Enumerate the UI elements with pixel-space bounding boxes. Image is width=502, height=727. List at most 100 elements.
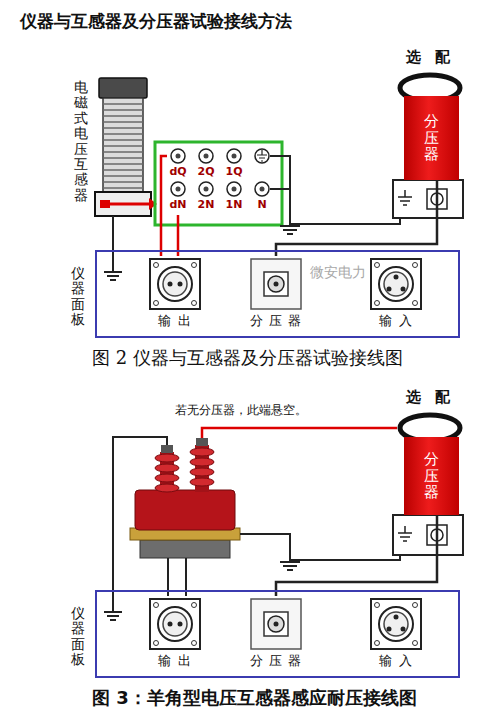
insulator-shed <box>190 478 214 486</box>
terminal: 2N <box>196 181 217 215</box>
terminal-ring <box>199 182 213 196</box>
terminal: dN <box>167 181 189 215</box>
voltage-divider: 分压器 <box>404 96 459 180</box>
mounting-screw <box>192 301 197 306</box>
terminal-ring <box>227 182 241 196</box>
insulator-cap <box>161 445 173 453</box>
voltage-divider: 分压器 <box>404 437 459 515</box>
note: 若无分压器，此端悬空。 <box>175 402 307 419</box>
bnc-pin <box>274 622 279 627</box>
mounting-screw <box>192 603 197 608</box>
mounting-screw <box>154 263 159 268</box>
terminal-ring <box>255 149 269 163</box>
insulator-shed <box>190 468 214 476</box>
panel-socket: 输 入 <box>366 256 426 332</box>
node-label: 分压器 <box>424 113 439 163</box>
terminal-screw <box>204 187 209 192</box>
terminal-label: 2N <box>196 198 217 211</box>
ground-symbol <box>398 190 412 205</box>
divider-base <box>393 180 463 218</box>
socket-pin <box>387 627 392 632</box>
hv-lead <box>202 428 397 438</box>
terminal-label: N <box>253 198 271 211</box>
socket-pin <box>168 622 173 627</box>
socket-pin <box>401 627 406 632</box>
terminal-ring <box>199 149 213 163</box>
socket-plate <box>150 259 200 309</box>
socket-plate <box>371 599 421 649</box>
vt-lead <box>110 203 149 206</box>
post-type-transformer <box>130 438 240 558</box>
label-anchor: 图 3：羊角型电压互感器感应耐压接线图 <box>92 686 417 710</box>
figure-caption: 图 3：羊角型电压互感器感应耐压接线图 <box>92 686 417 710</box>
bnc-flange <box>264 612 288 636</box>
terminal-post <box>253 181 271 198</box>
panel-socket: 分 压 器 <box>246 256 306 332</box>
ground-symbol <box>104 612 122 620</box>
terminal-post <box>225 181 243 198</box>
mounting-screw <box>375 263 380 268</box>
vt-top-cap <box>99 78 147 98</box>
ground-wire <box>240 534 400 560</box>
label-anchor: 图 2 仪器与互感器及分压器试验接线图 <box>92 346 403 370</box>
mounting-screw <box>375 603 380 608</box>
node-label: 分 压 器 <box>246 312 306 330</box>
transformer-body <box>135 490 235 530</box>
terminal-screw <box>176 187 181 192</box>
panel-socket: 输 入 <box>366 596 426 672</box>
divider-base <box>393 515 463 555</box>
terminal-ring <box>171 149 185 163</box>
label-anchor: 微安电力 <box>310 264 366 282</box>
socket-plate <box>251 599 301 649</box>
ground-wire <box>113 437 167 612</box>
terminal: 2Q <box>195 148 217 182</box>
figure-caption: 图 2 仪器与互感器及分压器试验接线图 <box>92 346 403 370</box>
node-label: 选 配 <box>377 48 483 67</box>
terminal-ring <box>227 149 241 163</box>
terminal: dQ <box>167 148 189 182</box>
terminal-ring <box>171 182 185 196</box>
wire <box>276 180 437 256</box>
bnc-ring <box>268 276 284 292</box>
base-box <box>393 180 463 218</box>
vt-base <box>95 192 151 216</box>
terminal: N <box>253 181 271 215</box>
mounting-screw <box>413 641 418 646</box>
socket-pin <box>394 275 399 280</box>
device-name: 电磁式电压互感器 <box>74 80 88 203</box>
socket-icon <box>370 258 422 310</box>
node-label: 输 入 <box>366 652 426 670</box>
panel-heading: 仪器面板 <box>71 606 85 668</box>
wire <box>276 515 437 596</box>
terminal-post <box>197 181 215 198</box>
socket-pin <box>168 282 173 287</box>
terminal-label: 1Q <box>223 165 245 178</box>
terminal-ring <box>255 182 269 196</box>
socket-pin <box>178 282 183 287</box>
terminal-block <box>155 142 282 225</box>
socket-ring <box>379 607 413 641</box>
insulator-shed <box>190 458 214 466</box>
ground-wire <box>270 156 400 224</box>
socket-face <box>384 272 408 296</box>
panel-socket: 输 出 <box>145 596 205 672</box>
ground-symbol <box>257 150 267 161</box>
node-label: 分 压 器 <box>246 652 306 670</box>
insulator-cap <box>196 438 208 446</box>
terminal-screw <box>232 187 237 192</box>
socket-ring <box>379 267 413 301</box>
socket-ring <box>158 607 192 641</box>
terminal-label: dN <box>167 198 189 211</box>
label-anchor: 若无分压器，此端悬空。 <box>175 402 307 419</box>
panel-socket: 输 出 <box>145 256 205 332</box>
label-anchor: 电磁式电压互感器 <box>74 80 88 203</box>
terminal-label: 2Q <box>195 165 217 178</box>
wire <box>177 215 180 256</box>
socket-icon <box>370 598 422 650</box>
terminal-post <box>169 181 187 198</box>
terminal-screw <box>204 154 209 159</box>
transformer-base <box>140 540 230 558</box>
socket-icon <box>149 258 201 310</box>
